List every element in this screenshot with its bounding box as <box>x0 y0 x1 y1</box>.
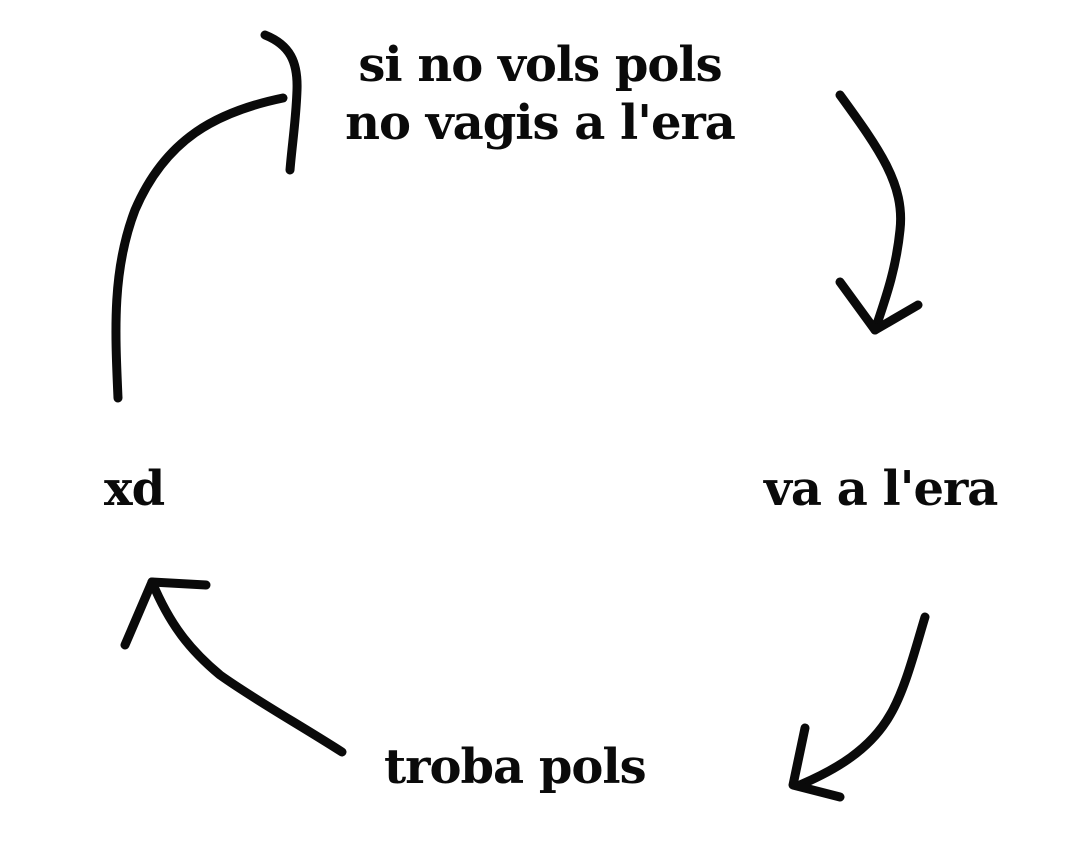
arrow-left-to-top <box>111 93 288 403</box>
node-top-line-2: no vagis a l'era <box>345 95 736 151</box>
arrow-top-to-right <box>835 90 906 335</box>
node-top-line-1: si no vols pols <box>358 37 722 93</box>
arrow-bottom-to-left-head <box>120 577 211 650</box>
node-left-label: xd <box>104 461 165 517</box>
arrow-top-to-right-head <box>835 277 923 335</box>
node-right-label: va a l'era <box>764 461 998 517</box>
arrow-right-to-bottom <box>795 612 930 790</box>
arrow-left-to-top-bracket <box>260 30 302 175</box>
arrow-right-to-bottom-head <box>788 723 845 802</box>
node-bottom-label: troba pols <box>384 739 647 795</box>
arrow-bottom-to-left <box>147 577 347 757</box>
node-top-label: si no vols pols no vagis a l'era <box>310 36 770 152</box>
